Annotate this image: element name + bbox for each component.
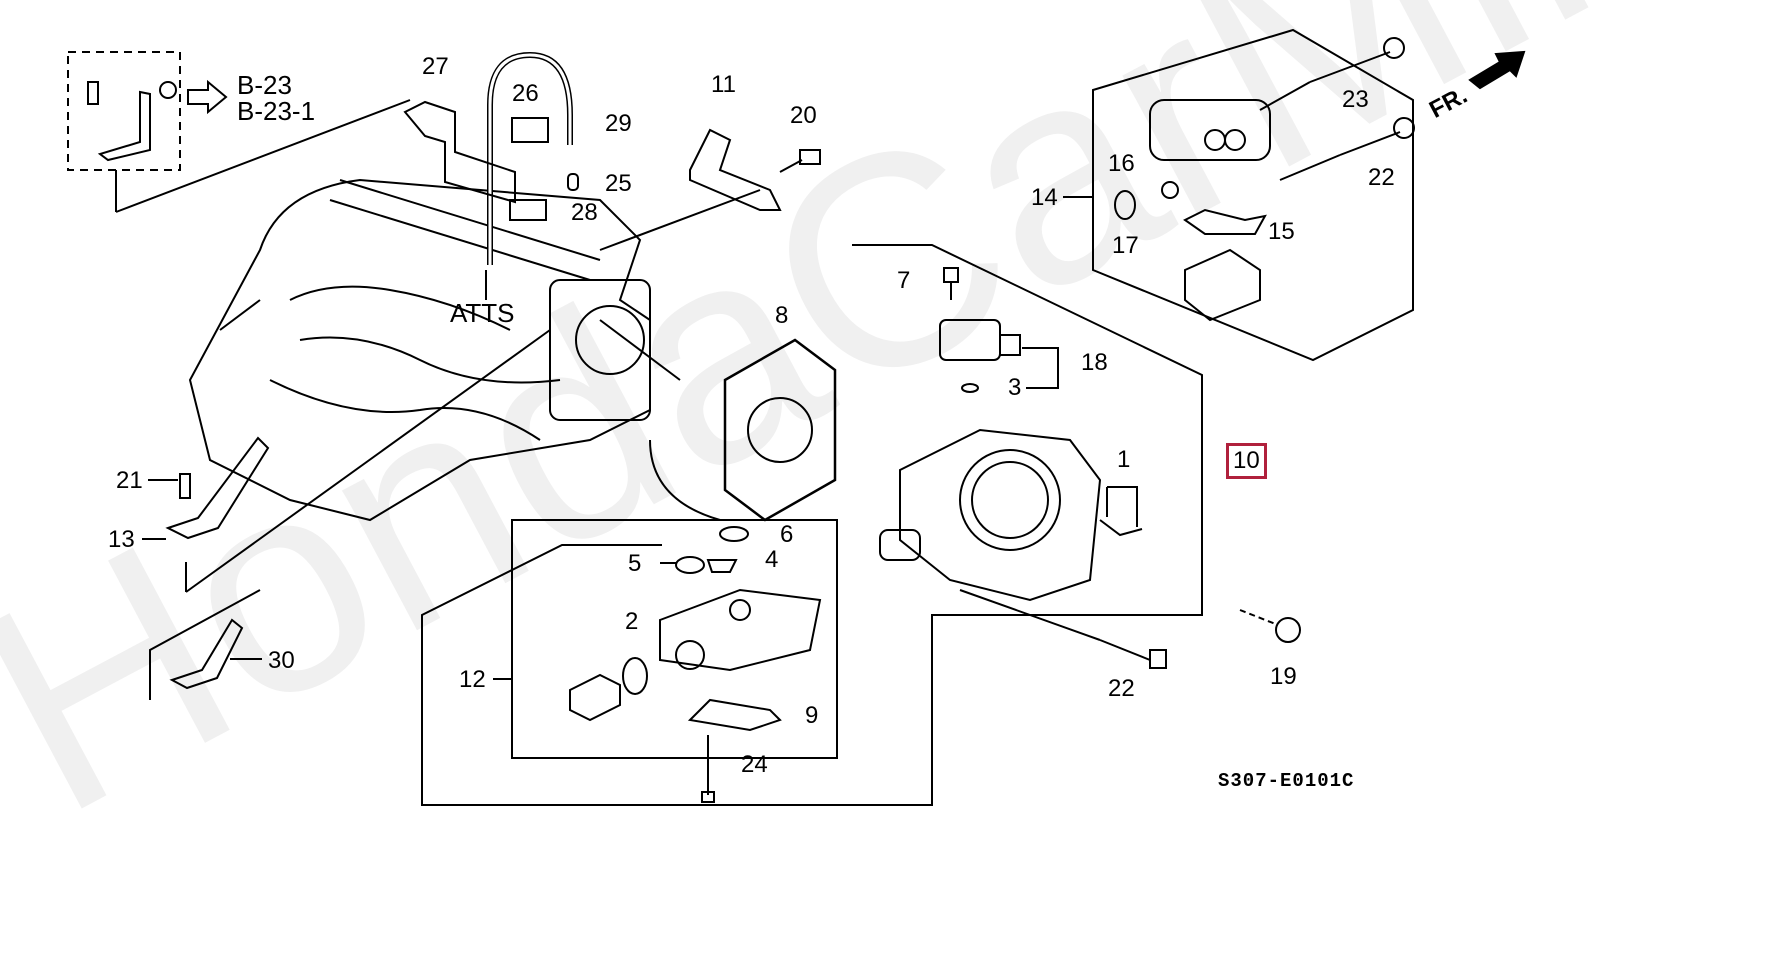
callout-25[interactable]: 25 <box>605 170 632 197</box>
oring-5-icon <box>675 556 705 574</box>
callout-2[interactable]: 2 <box>625 608 639 635</box>
bolt-23-icon <box>1309 37 1405 83</box>
callout-23[interactable]: 23 <box>1342 86 1369 113</box>
oring-6-icon <box>719 526 749 542</box>
oring-2-icon <box>622 657 648 695</box>
washer-3-icon <box>961 383 979 393</box>
bolt-24-icon <box>701 735 715 803</box>
clamp-13-icon <box>165 436 270 540</box>
callout-17[interactable]: 17 <box>1112 232 1139 259</box>
diagram-code: S307-E0101C <box>1218 770 1355 792</box>
callout-3[interactable]: 3 <box>1008 374 1022 401</box>
clamp-30-icon <box>169 618 244 690</box>
callout-30[interactable]: 30 <box>268 647 295 674</box>
bracket-11-icon <box>689 128 782 211</box>
box-14 <box>1092 28 1414 362</box>
assembly-10-box <box>421 244 1203 806</box>
nut-19-icon <box>1275 617 1301 643</box>
callout-12[interactable]: 12 <box>459 666 486 693</box>
callout-18[interactable]: 18 <box>1081 349 1108 376</box>
solenoid-valve-icon <box>1149 99 1271 161</box>
valve-body-icon <box>659 588 822 672</box>
front-arrow-icon <box>1468 50 1526 90</box>
callout-22-lower[interactable]: 22 <box>1108 675 1135 702</box>
gasket-15-icon <box>1183 208 1267 235</box>
callout-22-upper[interactable]: 22 <box>1368 164 1395 191</box>
callout-5[interactable]: 5 <box>628 550 642 577</box>
callout-20[interactable]: 20 <box>790 102 817 129</box>
gasket-icon <box>569 673 621 722</box>
sensor-18-icon <box>939 319 1021 361</box>
callout-28[interactable]: 28 <box>571 199 598 226</box>
throttle-body-icon <box>879 428 1102 602</box>
reference-label-b23-1[interactable]: B-23-1 <box>237 96 316 126</box>
box-12 <box>511 519 838 759</box>
callout-6[interactable]: 6 <box>780 521 794 548</box>
clip-28-icon <box>509 199 547 221</box>
cap-25-icon <box>567 173 579 191</box>
callout-27[interactable]: 27 <box>422 53 449 80</box>
callout-29[interactable]: 29 <box>605 110 632 137</box>
bolt-7-icon <box>943 267 959 300</box>
callout-7[interactable]: 7 <box>897 267 911 294</box>
callout-11[interactable]: 11 <box>711 71 736 98</box>
gasket-8-icon <box>723 338 837 522</box>
callout-15[interactable]: 15 <box>1268 218 1295 245</box>
bolt-22-upper-icon <box>1339 117 1415 156</box>
washer-16-icon <box>1161 181 1179 199</box>
reference-arrow-icon <box>187 79 228 115</box>
callout-10-highlighted[interactable]: 10 <box>1226 443 1267 479</box>
callout-1[interactable]: 1 <box>1117 446 1131 473</box>
reference-label-b23[interactable]: B-23 <box>237 70 292 100</box>
callout-16[interactable]: 16 <box>1108 150 1135 177</box>
callout-19[interactable]: 19 <box>1270 663 1297 690</box>
callout-24[interactable]: 24 <box>741 751 768 778</box>
callout-21[interactable]: 21 <box>116 467 143 494</box>
plate-icon <box>1184 248 1261 322</box>
bracket-icon <box>87 81 177 162</box>
seal-4-icon <box>706 559 738 573</box>
callout-26[interactable]: 26 <box>512 80 539 107</box>
plate-9-icon <box>687 698 782 732</box>
bracket-27-icon <box>403 100 516 204</box>
clip-26-icon <box>511 117 549 143</box>
bolt-22-lower-icon <box>1099 639 1167 669</box>
callout-13[interactable]: 13 <box>108 526 135 553</box>
oring-17-icon <box>1114 190 1136 220</box>
port-label-atts: ATTS <box>450 298 515 328</box>
callout-4[interactable]: 4 <box>765 546 779 573</box>
bolt-20-icon <box>779 149 821 173</box>
callout-14[interactable]: 14 <box>1031 184 1058 211</box>
callout-8[interactable]: 8 <box>775 302 789 329</box>
callout-9[interactable]: 9 <box>805 702 819 729</box>
intake-manifold-icon <box>188 178 681 522</box>
reference-box <box>67 51 181 171</box>
